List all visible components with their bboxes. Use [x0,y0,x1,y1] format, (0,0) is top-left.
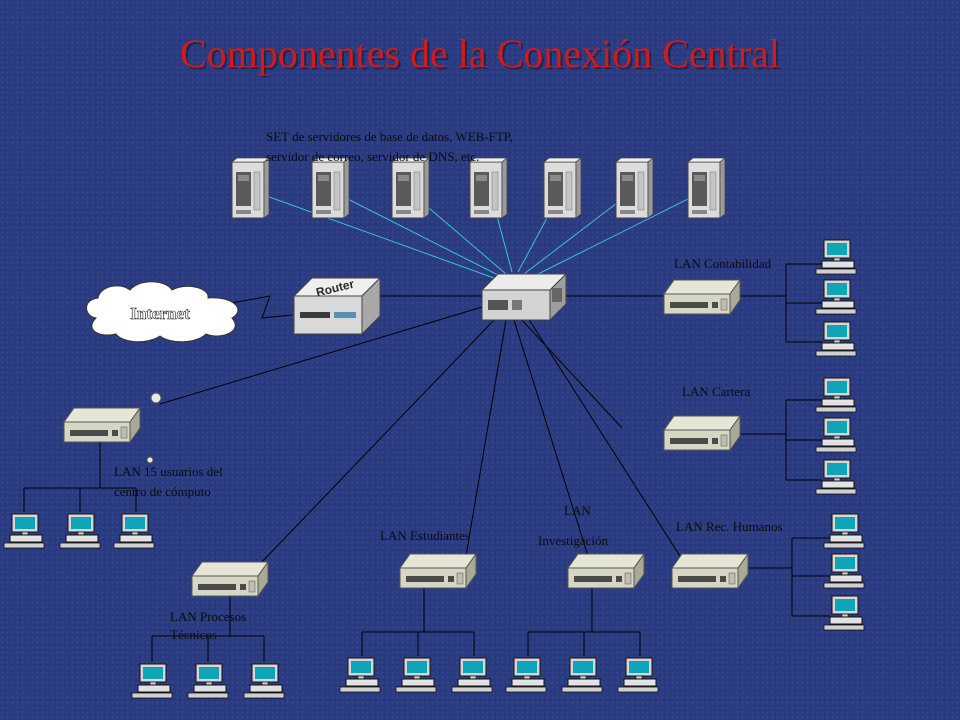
servers-label-line1: SET de servidores de base de datos, WEB-… [266,129,513,144]
servers-label-line2: servidor de correo, servidor de DNS, etc… [266,149,480,164]
hub-contabilidad-icon [663,279,741,315]
hub-computo-icon [63,407,141,443]
lan-computo-label-line2: centro de cómputo [114,484,211,499]
computer-icon [823,595,865,631]
hub-cartera-icon [663,415,741,451]
computer-icon [339,657,381,693]
internet-label: Internet [130,304,190,323]
server-icon [687,157,726,219]
computer-icon [451,657,493,693]
computer-icon [505,657,547,693]
backbone-links [159,295,681,567]
computer-icon [3,513,45,549]
connector-dot [150,392,162,404]
server-icon [543,157,582,219]
server-icon [231,157,270,219]
lan-cartera-label: LAN Cartera [682,384,751,399]
lan-estudiantes-label: LAN Estudiantes [380,528,470,543]
lan-computo-label-line1: LAN 15 usuarios del [114,464,223,479]
server-icon [391,157,430,219]
lan-investigacion-label-line1: LAN [564,503,591,518]
lan-contabilidad-label: LAN Contabilidad [674,256,772,271]
hub-procesos-icon [191,561,269,597]
router-icon: Router [292,277,382,336]
server-icon [615,157,654,219]
lan-procesos-label-line2: Técnicos [170,627,217,642]
central-switch-icon [480,272,568,322]
computer-icon [815,321,857,357]
server-rack [231,157,726,219]
computer-icon [59,513,101,549]
hub-investigacion-icon [567,553,645,589]
computer-icon [395,657,437,693]
lan-rrhh-label: LAN Rec. Humanos [676,519,783,534]
connector-dot [146,456,154,464]
lan-investigacion-label-line2: Investigación [538,533,609,548]
computer-icon [561,657,603,693]
computer-icon [823,553,865,589]
computer-icon [617,657,659,693]
computer-icon [815,239,857,275]
lan-procesos-label-line1: LAN Procesos [170,609,247,624]
hub-estudiantes-icon [399,553,477,589]
computer-icon [187,663,229,699]
computer-icon [815,377,857,413]
lan-drop-links [23,263,830,662]
server-icon [311,157,350,219]
internet-cloud-icon: Internet [86,281,239,343]
computer-icon [815,459,857,495]
computer-icon [243,663,285,699]
hub-rrhh-icon [671,553,749,589]
computer-icon [823,513,865,549]
server-icon [469,157,508,219]
slide-title: Componentes de la Conexión Central [180,31,780,76]
computer-icon [131,663,173,699]
computer-icon [113,513,155,549]
computer-icon [815,279,857,315]
computer-icon [815,417,857,453]
